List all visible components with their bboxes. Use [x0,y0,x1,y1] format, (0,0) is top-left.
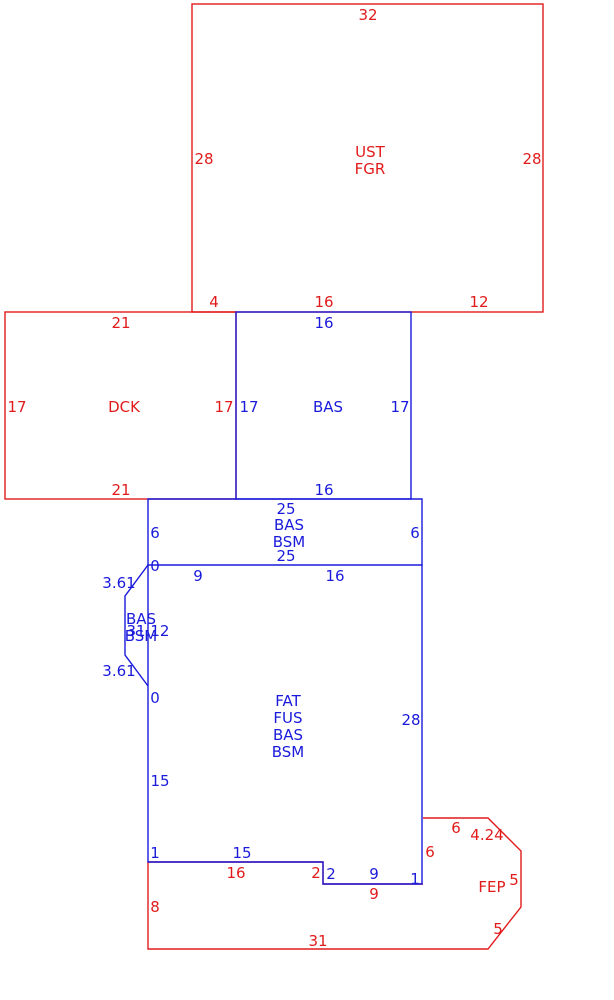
dim-bas-top-top: 16 [314,314,333,332]
dim-porch-diag-top: 4.24 [470,826,503,844]
dim-strip-left: 6 [150,524,160,542]
dim-main-bottom: 15 [232,844,251,862]
dim-main-top-zero: 0 [150,557,160,575]
dim-main-top-a: 9 [193,567,203,585]
dim-strip-bottom: 25 [276,547,295,565]
bay-label-line1: BAS [126,610,156,628]
dim-bay-upper: 3.61 [102,574,135,592]
dim-main-left-zero: 0 [150,689,160,707]
dim-main-left: 15 [150,772,169,790]
garage-label-line2: FGR [355,160,386,178]
dim-porch-bottom: 31 [308,932,327,950]
dim-strip-top: 25 [276,500,295,518]
dim-deck-bottom: 21 [111,481,130,499]
dim-main-top-b: 16 [325,567,344,585]
dim-garage-bottom-b: 16 [314,293,333,311]
dim-garage-bottom-c: 12 [469,293,488,311]
dim-main-right: 28 [401,711,420,729]
dim-porch-left-outer: 8 [150,898,160,916]
bay-label-line2: BSM [125,627,158,645]
dim-porch-bottom-b: 2 [311,864,321,882]
dim-garage-left: 28 [194,150,213,168]
main-outline [147,564,423,885]
dim-main-corner: 1 [150,844,160,862]
main-label-line2: FUS [273,709,302,727]
dim-notch-side: 2 [326,865,336,883]
strip-label-line1: BAS [274,516,304,534]
porch-label: FEP [478,878,505,896]
dim-porch-left: 6 [425,843,435,861]
dim-garage-right: 28 [522,150,541,168]
dim-porch-top: 6 [451,819,461,837]
dim-porch-bottom-c: 9 [369,885,379,903]
porch-outline [147,817,522,950]
dim-notch-right: 1 [410,870,420,888]
dim-deck-top: 21 [111,314,130,332]
dim-porch-right: 5 [509,871,519,889]
bay-overlap-label: 31.12 [127,622,170,640]
dim-bas-top-right: 17 [390,398,409,416]
dim-bas-top-bottom: 16 [314,481,333,499]
garage-label-line1: UST [355,143,386,161]
dim-deck-left: 17 [7,398,26,416]
dim-bas-top-left: 17 [239,398,258,416]
strip-label-line2: BSM [273,533,306,551]
dim-porch-diag-bottom: 5 [493,920,503,938]
dim-garage-top: 32 [358,6,377,24]
bas-top-label: BAS [313,398,343,416]
main-label-line3: BAS [273,726,303,744]
dim-notch-bottom: 9 [369,865,379,883]
dim-garage-bottom-a: 4 [209,293,219,311]
deck-label: DCK [108,398,141,416]
dim-deck-right: 17 [214,398,233,416]
dim-porch-bottom-a: 16 [226,864,245,882]
main-label-line1: FAT [275,692,301,710]
bas-bsm-strip-outline [147,498,423,565]
dim-strip-right: 6 [410,524,420,542]
porch-inner-edge [148,861,423,885]
main-label-line4: BSM [272,743,305,761]
bay-window-outline [124,564,149,687]
dim-bay-lower: 3.61 [102,662,135,680]
